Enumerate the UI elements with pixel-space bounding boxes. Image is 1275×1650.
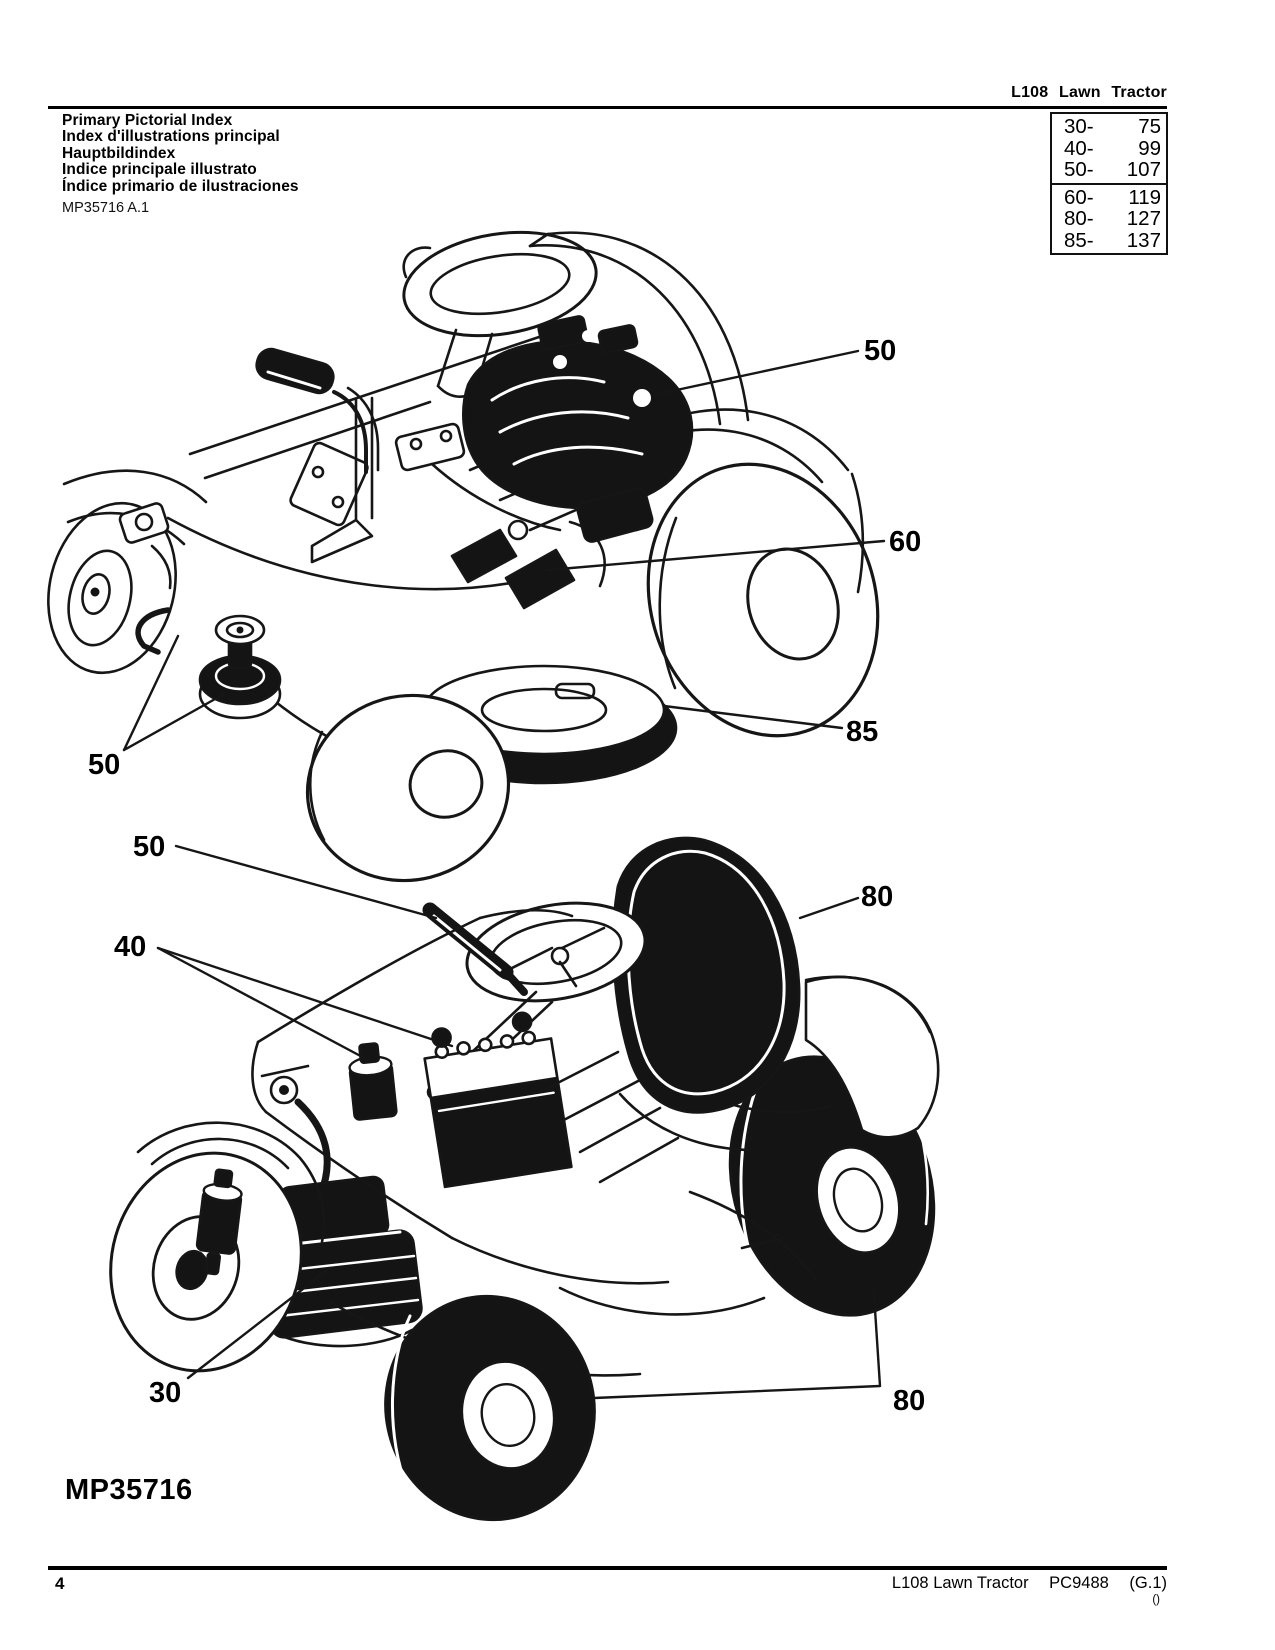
left-front-wheel bbox=[47, 501, 177, 675]
footer-catalog: PC9488 bbox=[1049, 1574, 1109, 1592]
front-wheel bbox=[305, 693, 511, 883]
callout-label: 50 bbox=[133, 831, 165, 863]
index-page-number: 99 bbox=[1138, 136, 1161, 160]
frame-brackets bbox=[289, 396, 562, 564]
index-section: 60- 119 80- 127 85- 137 bbox=[1052, 182, 1166, 254]
title-line-en: Primary Pictorial Index bbox=[62, 112, 233, 129]
footer-right: L108 Lawn Tractor PC9488 (G.1) bbox=[700, 1574, 1167, 1593]
rear-wheel bbox=[646, 462, 880, 738]
footer-model: L108 Lawn Tractor bbox=[891, 1574, 1029, 1592]
front-wheel bbox=[384, 1294, 596, 1522]
title-line-fr: Index d'illustrations principal bbox=[62, 128, 280, 146]
index-section-number: 85- bbox=[1064, 228, 1094, 252]
body-lines bbox=[251, 908, 932, 1377]
index-section-number: 30- bbox=[1064, 115, 1094, 138]
index-row: 80- 127 bbox=[1052, 208, 1166, 230]
index-page-number: 127 bbox=[1126, 207, 1161, 230]
index-row: 40- 99 bbox=[1052, 136, 1166, 160]
leader-30 bbox=[186, 1266, 332, 1380]
leader-50-lever bbox=[174, 844, 438, 920]
leader-60 bbox=[546, 539, 886, 572]
figure-ref: MP35716 A.1 bbox=[62, 200, 150, 216]
index-section: 30- 75 40- 99 50- 107 bbox=[1052, 114, 1166, 183]
page-number: 4 bbox=[55, 1574, 65, 1593]
index-row: 30- 75 bbox=[1052, 116, 1166, 138]
spindle-assembly bbox=[135, 607, 282, 720]
engine-assembly bbox=[462, 315, 694, 510]
leader-40-b bbox=[156, 946, 454, 1048]
throttle-lever bbox=[422, 902, 528, 996]
index-page-number: 107 bbox=[1126, 158, 1161, 181]
header-rule bbox=[48, 106, 1167, 109]
callout-label: 50 bbox=[864, 335, 896, 367]
figure-code: MP35716 bbox=[65, 1474, 193, 1506]
index-row: 60- 119 bbox=[1052, 185, 1166, 209]
index-page-number: 137 bbox=[1126, 228, 1161, 252]
index-section-number: 50- bbox=[1064, 158, 1094, 181]
callout-label: 50 bbox=[88, 749, 120, 781]
index-row: 85- 137 bbox=[1052, 228, 1166, 252]
callout-label: 60 bbox=[889, 526, 921, 558]
footer-revision: (G.1) bbox=[1129, 1574, 1167, 1592]
leader-50-spindle-b bbox=[122, 692, 226, 752]
page-heading: Primary Pictorial Index Index d'illustra… bbox=[62, 112, 299, 195]
mounting-brackets bbox=[450, 487, 654, 610]
index-section-number: 80- bbox=[1064, 207, 1094, 230]
seat-frame bbox=[528, 231, 750, 426]
index-page-number: 119 bbox=[1128, 185, 1161, 209]
index-section-number: 40- bbox=[1064, 136, 1094, 160]
control-pedal bbox=[255, 347, 380, 474]
leader-40-a bbox=[156, 946, 370, 1062]
callout-leaders-bottom bbox=[156, 844, 882, 1400]
tractor-top-drawing: 50 60 85 50 bbox=[47, 230, 921, 883]
fuel-pump bbox=[195, 1168, 243, 1276]
callout-label: 80 bbox=[893, 1385, 925, 1417]
battery bbox=[423, 1011, 573, 1189]
index-section-number: 60- bbox=[1064, 185, 1094, 209]
index-page-number: 75 bbox=[1138, 115, 1161, 138]
title-line-de: Hauptbildindex bbox=[62, 144, 176, 162]
leader-50-engine bbox=[656, 349, 860, 396]
left-front-wheel bbox=[109, 1121, 326, 1373]
seat bbox=[612, 836, 801, 1114]
callout-leaders-top bbox=[122, 349, 886, 752]
front-axle-parts bbox=[62, 469, 208, 590]
callout-label: 80 bbox=[861, 881, 893, 913]
callout-label: 30 bbox=[149, 1377, 181, 1409]
title-line-es: Índice primario de ilustraciones bbox=[62, 177, 299, 195]
title-line-it: Indice principale illustrato bbox=[62, 161, 257, 179]
callout-label: 40 bbox=[114, 931, 146, 963]
page-title: L108 Lawn Tractor bbox=[1011, 84, 1167, 101]
leader-50-spindle-a bbox=[122, 634, 180, 752]
tractor-bottom-drawing: 50 40 80 80 30 bbox=[109, 831, 940, 1522]
callout-label: 85 bbox=[846, 716, 878, 748]
leader-80-wheels bbox=[592, 1292, 882, 1400]
leader-85 bbox=[662, 704, 844, 730]
footer-rule bbox=[48, 1566, 1167, 1570]
leader-80-seat bbox=[798, 896, 860, 920]
index-row: 50- 107 bbox=[1052, 159, 1166, 181]
footer-note: () bbox=[1152, 1594, 1160, 1606]
pictorial-index-table: 30- 75 40- 99 50- 107 60- 119 80- 127 85 bbox=[1050, 112, 1168, 255]
